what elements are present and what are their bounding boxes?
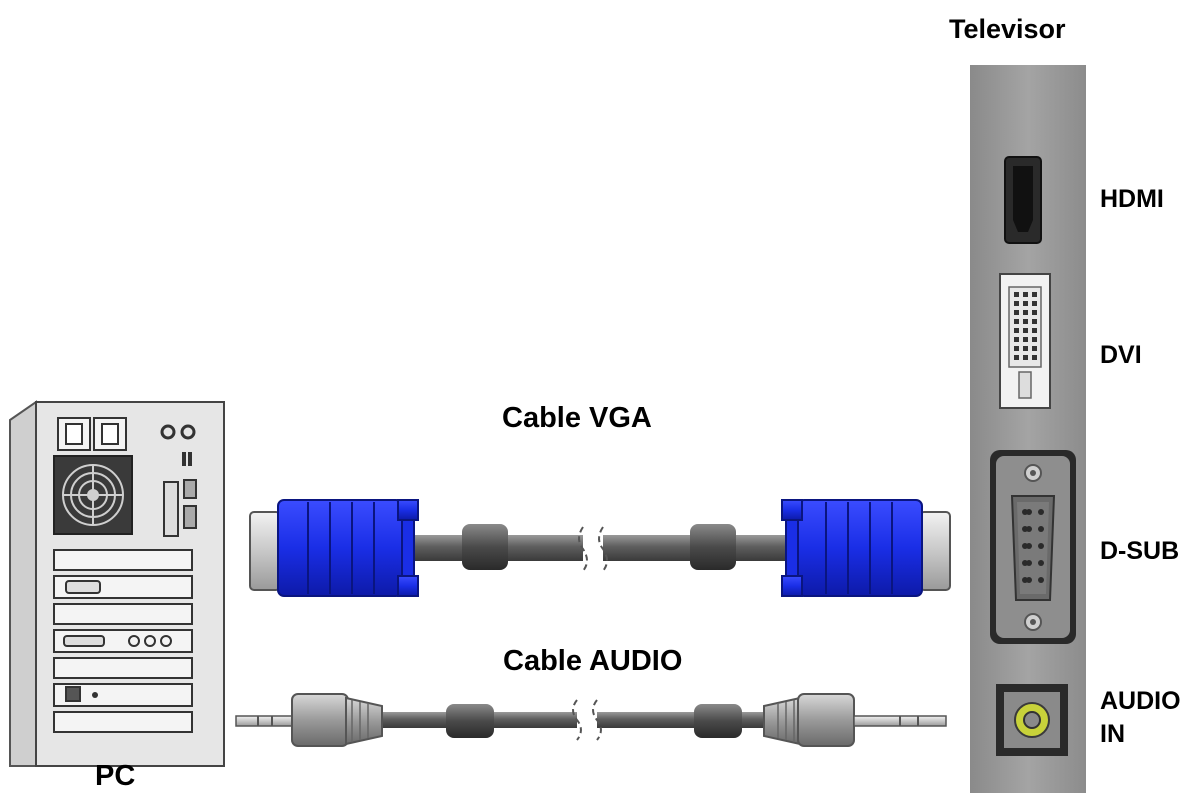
audio-in-label-line2: IN xyxy=(1100,720,1125,748)
dvi-pin xyxy=(1014,301,1019,306)
dvi-pin xyxy=(1014,355,1019,360)
dvi-pin xyxy=(1023,292,1028,297)
dvi-pin xyxy=(1032,319,1037,324)
dvi-pin xyxy=(1032,328,1037,333)
dvi-pin xyxy=(1032,355,1037,360)
dvi-pin xyxy=(1023,301,1028,306)
dsub-pin xyxy=(1026,543,1032,549)
audio-in-jack xyxy=(996,684,1068,756)
tv-title: Televisor xyxy=(949,14,1066,44)
dvi-pin xyxy=(1014,292,1019,297)
dsub-port xyxy=(990,450,1076,644)
dsub-pin xyxy=(1026,526,1032,532)
dvi-pin xyxy=(1032,301,1037,306)
dsub-pin xyxy=(1038,577,1044,583)
dsub-pin xyxy=(1038,543,1044,549)
dsub-label: D-SUB xyxy=(1100,537,1180,565)
dvi-pin xyxy=(1014,319,1019,324)
dvi-pin xyxy=(1014,337,1019,342)
dvi-pin xyxy=(1032,346,1037,351)
audio-cable-label: Cable AUDIO xyxy=(503,645,683,677)
dvi-port xyxy=(999,273,1051,409)
dvi-pin xyxy=(1023,310,1028,315)
dvi-pin xyxy=(1023,337,1028,342)
dsub-pin xyxy=(1038,560,1044,566)
dvi-pin xyxy=(1032,337,1037,342)
dvi-pin xyxy=(1032,310,1037,315)
dvi-pin xyxy=(1014,346,1019,351)
pc-tower xyxy=(9,400,225,767)
dvi-pin xyxy=(1014,328,1019,333)
hdmi-label: HDMI xyxy=(1100,185,1164,213)
pc-label: PC xyxy=(95,760,136,792)
vga-cable xyxy=(249,499,951,597)
dsub-pin xyxy=(1038,526,1044,532)
dsub-pin xyxy=(1038,509,1044,515)
audio-cable xyxy=(235,693,947,747)
dsub-pin xyxy=(1026,577,1032,583)
audio-in-label-line1: AUDIO xyxy=(1100,687,1181,715)
dvi-pin xyxy=(1023,346,1028,351)
dsub-pin xyxy=(1026,560,1032,566)
dsub-pin xyxy=(1026,509,1032,515)
dvi-pin xyxy=(1023,355,1028,360)
dvi-pin xyxy=(1014,310,1019,315)
hdmi-port xyxy=(1004,156,1042,244)
dvi-pin xyxy=(1032,292,1037,297)
dvi-pin xyxy=(1023,328,1028,333)
dvi-label: DVI xyxy=(1100,341,1142,369)
vga-cable-label: Cable VGA xyxy=(502,402,652,434)
dvi-pin xyxy=(1023,319,1028,324)
